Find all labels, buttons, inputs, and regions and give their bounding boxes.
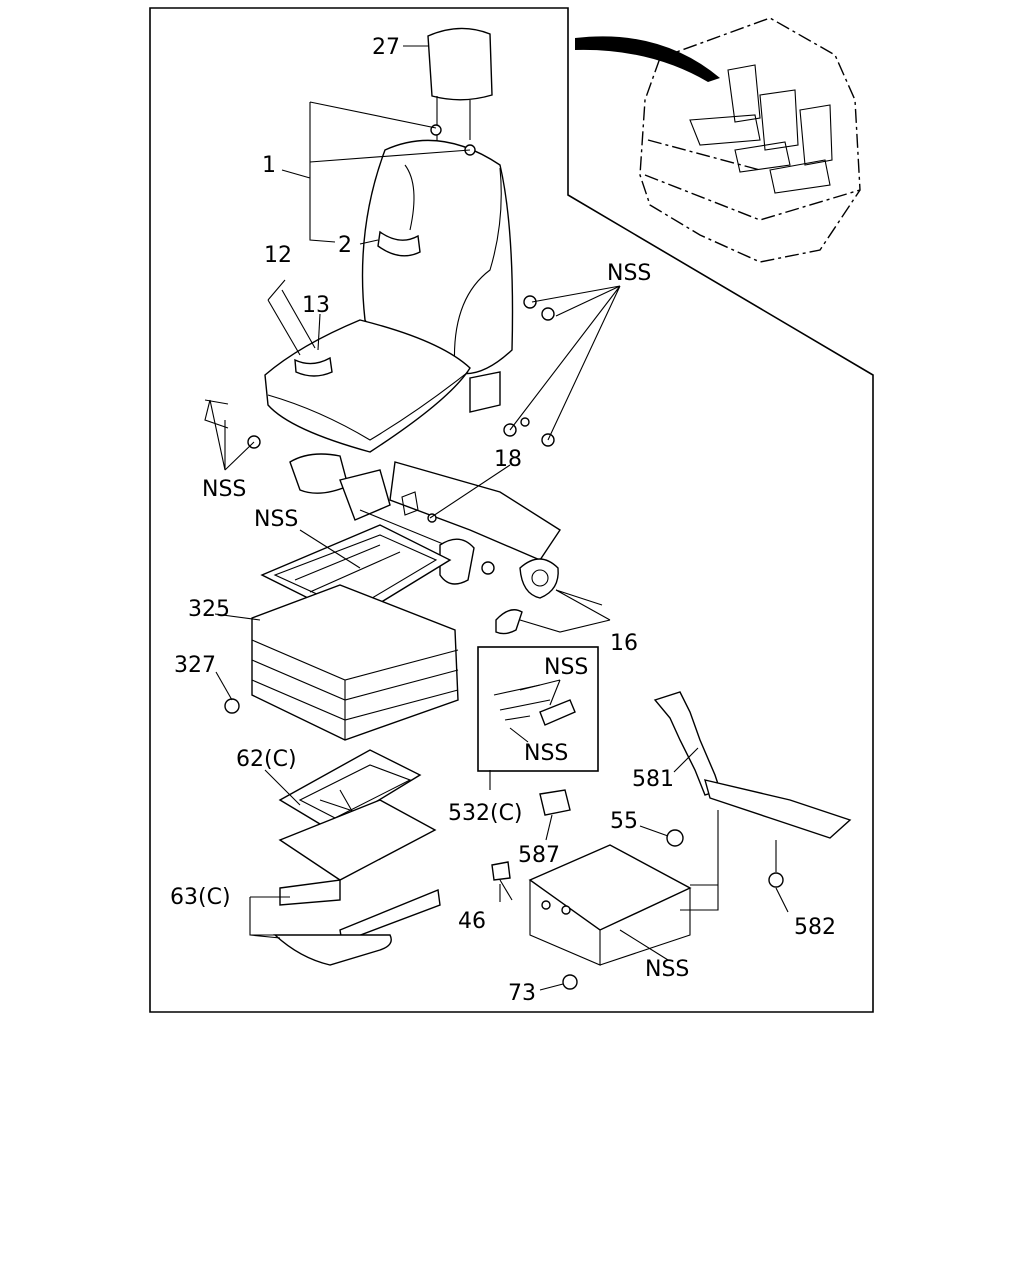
callout-1: 1 xyxy=(262,153,276,178)
cab-inset-drawing xyxy=(575,17,861,263)
callout-nss-box-top: NSS xyxy=(544,655,588,680)
callout-nss-left: NSS xyxy=(202,477,246,502)
callout-13: 13 xyxy=(302,293,330,318)
callout-581: 581 xyxy=(632,767,674,792)
spring-parts-drawing xyxy=(493,684,576,726)
inset-box-532 xyxy=(477,646,599,772)
callout-16: 16 xyxy=(610,631,638,656)
callout-12: 12 xyxy=(264,243,292,268)
callout-18: 18 xyxy=(494,447,522,472)
callout-27: 27 xyxy=(372,35,400,60)
callout-nss-box-bottom: NSS xyxy=(524,741,568,766)
callout-nss-bracket: NSS xyxy=(645,957,689,982)
leader-lines xyxy=(209,45,789,991)
seat-assembly-drawing xyxy=(204,27,852,990)
callout-46: 46 xyxy=(458,909,486,934)
callout-nss-frame: NSS xyxy=(254,507,298,532)
callout-325: 325 xyxy=(188,597,230,622)
callout-2: 2 xyxy=(338,233,352,258)
callout-63c: 63(C) xyxy=(170,885,231,910)
callout-73: 73 xyxy=(508,981,536,1006)
callout-nss-top: NSS xyxy=(607,261,651,286)
callout-587: 587 xyxy=(518,843,560,868)
callout-532c: 532(C) xyxy=(448,801,523,826)
callout-62c: 62(C) xyxy=(236,747,297,772)
callout-327: 327 xyxy=(174,653,216,678)
callout-582: 582 xyxy=(794,915,836,940)
diagram-frame xyxy=(149,7,874,1013)
callout-55: 55 xyxy=(610,809,638,834)
